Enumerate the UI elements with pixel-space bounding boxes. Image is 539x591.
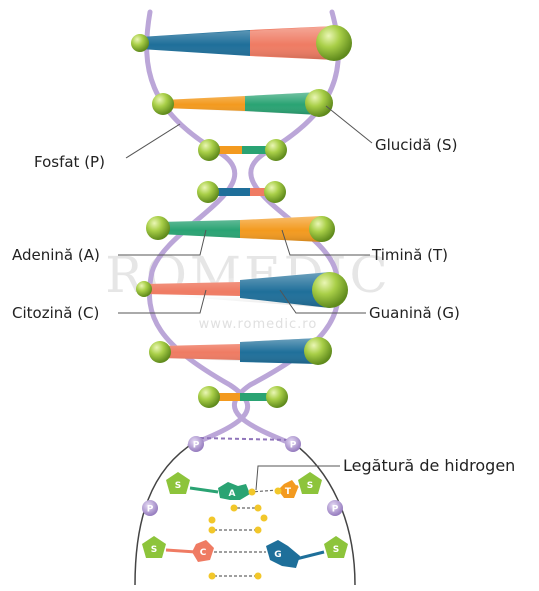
sugar-ball — [266, 386, 288, 408]
sugar-ball — [312, 272, 348, 308]
label-adenine: Adenină (A) — [12, 246, 100, 264]
sugar-ball — [305, 89, 333, 117]
phosphate-tag: P — [332, 505, 339, 515]
rung-1 — [140, 26, 335, 60]
phosphate-tag: P — [147, 505, 154, 515]
sugar-ball — [265, 139, 287, 161]
label-hydrogen-bond: Legătură de hidrogen — [343, 456, 515, 475]
label-cytosine: Citozină (C) — [12, 304, 99, 322]
label-thymine: Timină (T) — [371, 246, 448, 264]
sugar-ball — [149, 341, 171, 363]
hydrogen-bonds — [214, 490, 278, 576]
sugar-ball — [136, 281, 152, 297]
sugar-ball — [131, 34, 149, 52]
guanine-tag: G — [274, 550, 281, 560]
watermark-url: www.romedic.ro — [199, 317, 318, 332]
sugar-ball — [316, 25, 352, 61]
sugar-ball — [197, 181, 219, 203]
sugar-ball — [304, 337, 332, 365]
leader-sugar — [326, 106, 372, 143]
sugar-ball — [309, 216, 335, 242]
guanine-base — [266, 540, 300, 568]
sugar-ball — [152, 93, 174, 115]
sugar-tag: S — [307, 481, 313, 491]
sugar-tag: S — [175, 481, 181, 491]
labels: Fosfat (P) Glucidă (S) Adenină (A) Timin… — [12, 136, 515, 475]
unwound-section: P P P P S S S S A T C G — [135, 436, 355, 585]
unwound-backbone-left — [135, 442, 195, 585]
sugar-ball — [198, 386, 220, 408]
rung-7 — [160, 338, 318, 364]
cytosine-tag: C — [200, 548, 207, 558]
phosphate-tag: P — [193, 441, 200, 451]
sugar-ball — [198, 139, 220, 161]
phosphate-tag: P — [290, 441, 297, 451]
adenine-tag: A — [229, 489, 236, 499]
sugar-tag: S — [151, 545, 157, 555]
rung-5 — [158, 216, 322, 242]
sugar-tag: S — [333, 545, 339, 555]
label-sugar: Glucidă (S) — [375, 136, 457, 154]
leader-phosphate — [126, 124, 180, 158]
hydrogen-atoms — [209, 488, 282, 580]
thymine-tag: T — [285, 487, 292, 497]
label-guanine: Guanină (G) — [369, 304, 460, 322]
sugar-ball — [146, 216, 170, 240]
label-phosphate: Fosfat (P) — [34, 153, 105, 171]
rung-2 — [163, 92, 320, 115]
sugar-ball — [264, 181, 286, 203]
